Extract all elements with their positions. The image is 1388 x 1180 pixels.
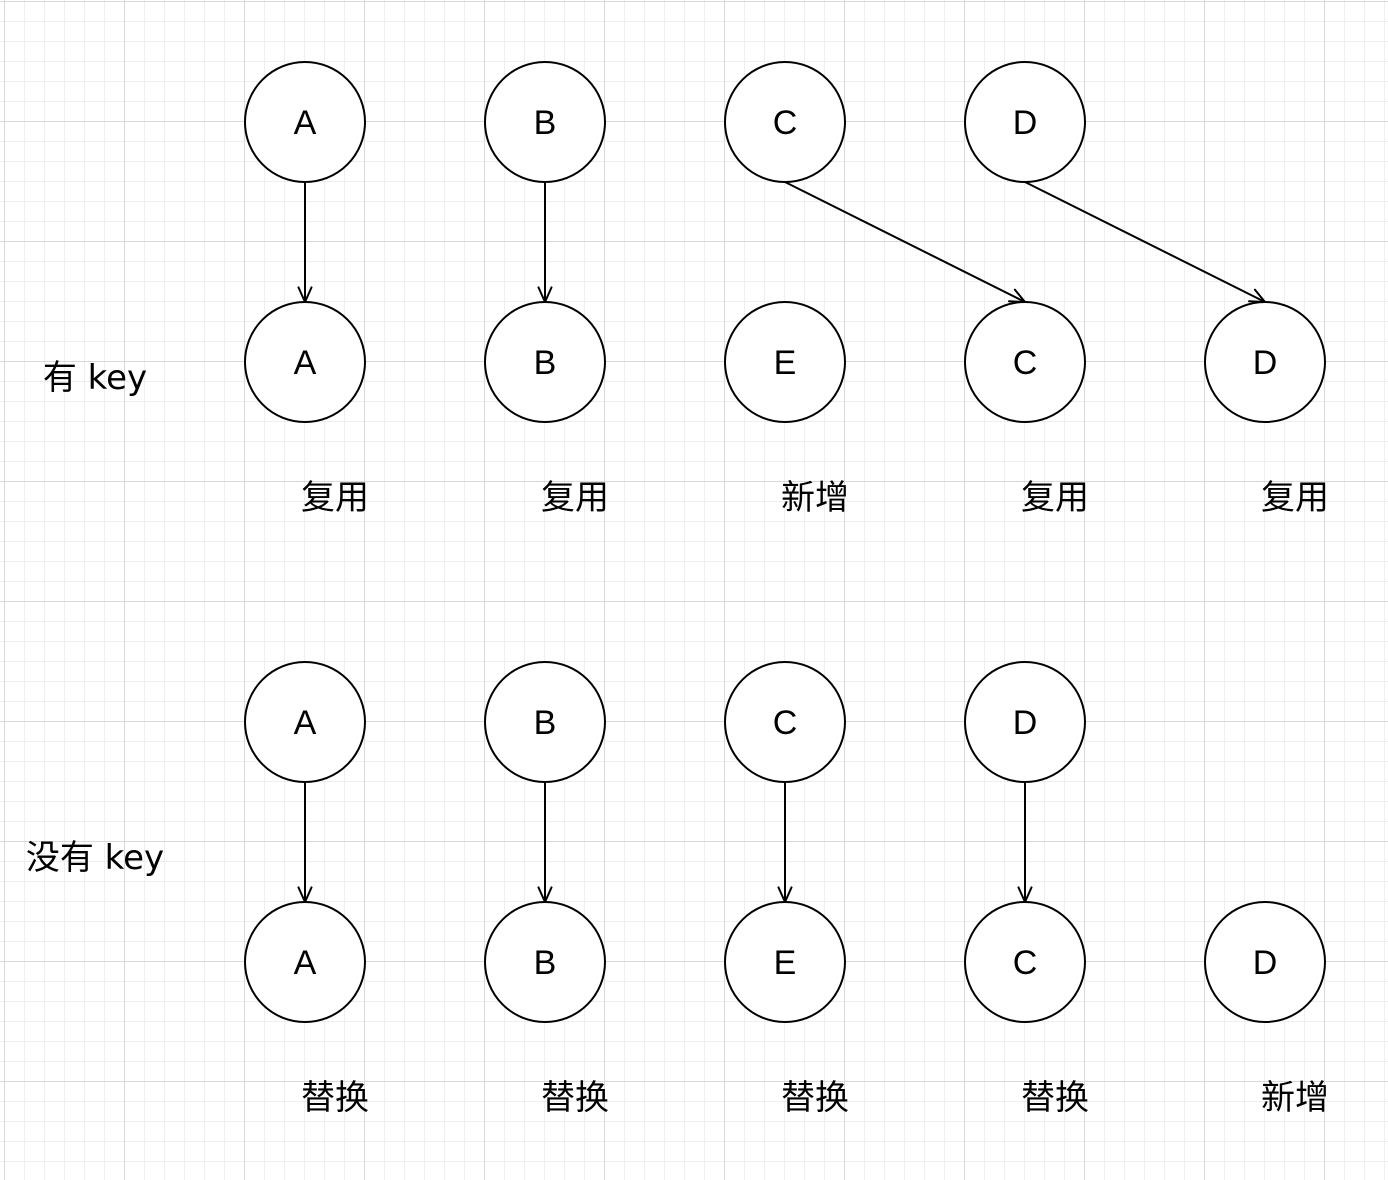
section-1-edge-0 [297, 782, 313, 903]
section-1-top-node-d-label: D [1013, 704, 1038, 742]
section-0-top-node-c-circle [724, 61, 846, 183]
section-0-bottom-node-c-label: C [1013, 344, 1038, 382]
section-1-bottom-node-c-circle [964, 901, 1086, 1023]
section-1-top-node-c-circle [724, 661, 846, 783]
section-0-edge-3 [1024, 181, 1266, 303]
section-0-bottom-node-d-label: D [1253, 344, 1278, 382]
section-0-bottom-node-a-label: A [294, 344, 317, 382]
section-0-bottom-node-c: C [964, 301, 1086, 423]
section-0-top-node-a: A [244, 61, 366, 183]
section-1-operation-label: 替换 [301, 1078, 369, 1118]
section-1-top-node-b: B [484, 661, 606, 783]
section-0-operation-label: 复用 [1261, 478, 1329, 518]
section-1-operation-label: 新增 [1261, 1078, 1329, 1118]
section-0-bottom-node-e-circle [724, 301, 846, 423]
section-0-top-node-b-circle [484, 61, 606, 183]
section-0-top-node-c: C [724, 61, 846, 183]
section-1-top-node-d: D [964, 661, 1086, 783]
section-1-top-node-a-label: A [294, 704, 317, 742]
section-0-edge-3-line [1024, 181, 1266, 303]
section-1-top-node-a: A [244, 661, 366, 783]
section-1-bottom-node-b-label: B [534, 944, 557, 982]
section-1-bottom-node-d-label: D [1253, 944, 1278, 982]
section-0-top-node-d-circle [964, 61, 1086, 183]
section-0-bottom-node-c-circle [964, 301, 1086, 423]
section-1-top-node-d-circle [964, 661, 1086, 783]
section-1-bottom-node-c-label: C [1013, 944, 1038, 982]
section-1-top-node-c: C [724, 661, 846, 783]
section-0-top-node-a-label: A [294, 104, 317, 142]
section-0-top-node-d-label: D [1013, 104, 1038, 142]
section-1-edge-2 [777, 782, 793, 903]
section-1-bottom-node-e-label: E [774, 944, 797, 982]
section-1-top-node-b-circle [484, 661, 606, 783]
section-1-bottom-node-d: D [1204, 901, 1326, 1023]
section-1-edge-1 [537, 782, 553, 903]
section-0-operation-label: 复用 [1021, 478, 1089, 518]
section-1-bottom-node-b-circle [484, 901, 606, 1023]
section-0-edge-0 [297, 182, 313, 303]
section-1-bottom-node-a-label: A [294, 944, 317, 982]
section-1-title: 没有 key [26, 838, 164, 878]
section-1-bottom-node-e-circle [724, 901, 846, 1023]
section-1-bottom-node-e: E [724, 901, 846, 1023]
section-0-edge-2-line [784, 181, 1026, 303]
section-0-bottom-node-d: D [1204, 301, 1326, 423]
section-1-top-node-a-circle [244, 661, 366, 783]
section-1-top-node-c-label: C [773, 704, 798, 742]
section-0-operation-label: 复用 [301, 478, 369, 518]
section-0-bottom-node-a-circle [244, 301, 366, 423]
section-0-bottom-node-d-circle [1204, 301, 1326, 423]
section-0-title: 有 key [43, 358, 147, 398]
section-0-bottom-node-b: B [484, 301, 606, 423]
section-1-edge-3 [1017, 782, 1033, 903]
section-0-top-node-d: D [964, 61, 1086, 183]
section-1-top-node-b-label: B [534, 704, 557, 742]
section-1-bottom-node-c: C [964, 901, 1086, 1023]
section-0-edge-1 [537, 182, 553, 303]
section-0-operation-label: 新增 [781, 478, 849, 518]
section-1-bottom-node-a: A [244, 901, 366, 1023]
section-0-bottom-node-a: A [244, 301, 366, 423]
section-1-bottom-node-a-circle [244, 901, 366, 1023]
section-1-bottom-node-d-circle [1204, 901, 1326, 1023]
section-1-operation-label: 替换 [1021, 1078, 1089, 1118]
section-0-top-node-a-circle [244, 61, 366, 183]
section-0-bottom-node-b-label: B [534, 344, 557, 382]
section-1-bottom-node-b: B [484, 901, 606, 1023]
section-0-bottom-node-e-label: E [774, 344, 797, 382]
section-0-top-node-b: B [484, 61, 606, 183]
section-0-operation-label: 复用 [541, 478, 609, 518]
section-0-edge-2 [784, 181, 1026, 303]
section-1-operation-label: 替换 [541, 1078, 609, 1118]
section-1-operation-label: 替换 [781, 1078, 849, 1118]
section-0-bottom-node-b-circle [484, 301, 606, 423]
section-0-top-node-c-label: C [773, 104, 798, 142]
section-0-bottom-node-e: E [724, 301, 846, 423]
section-0-top-node-b-label: B [534, 104, 557, 142]
